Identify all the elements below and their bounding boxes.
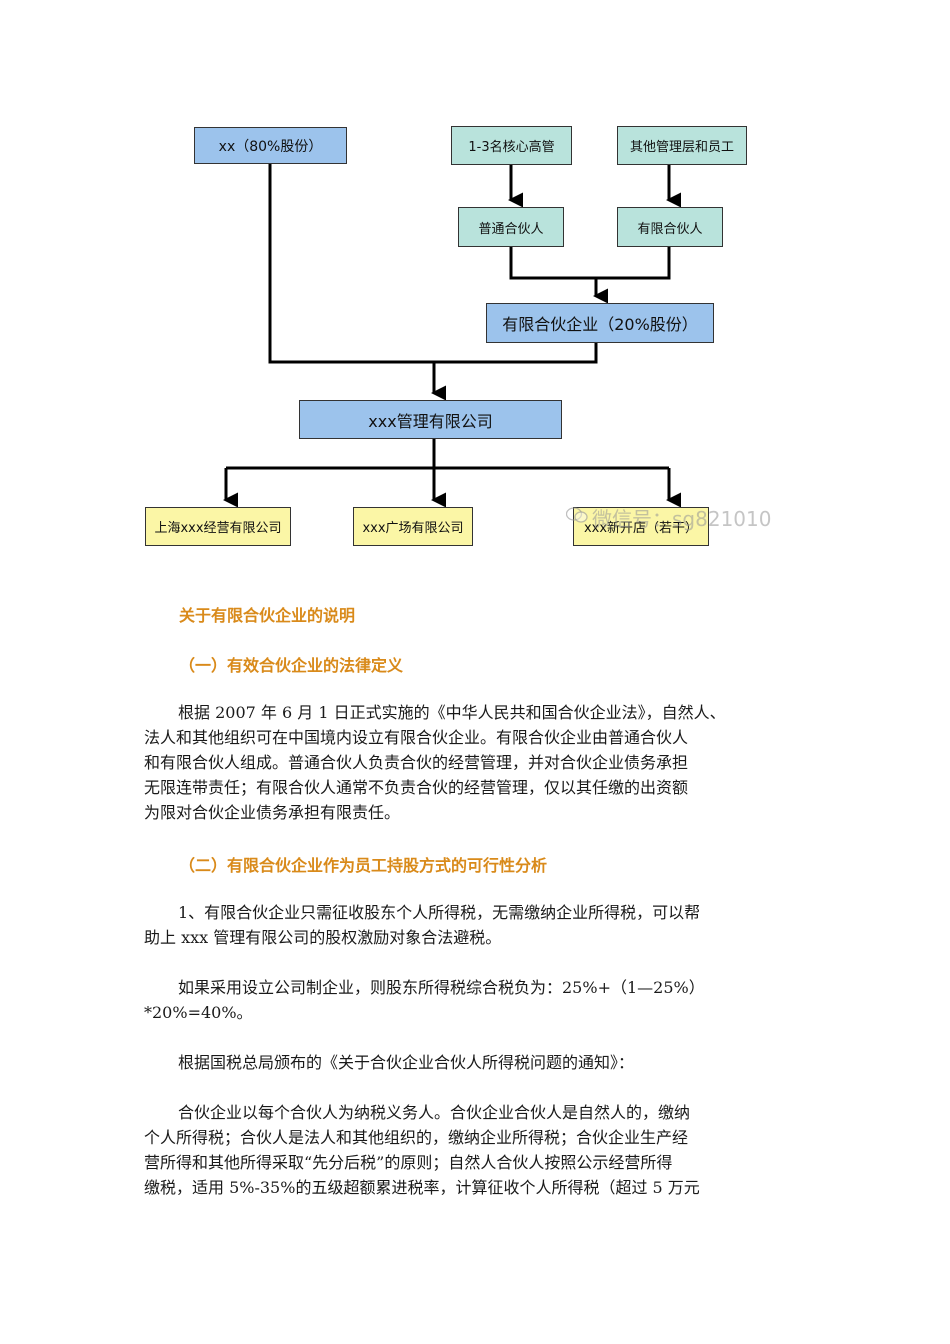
other-staff-box: 其他管理层和员工 bbox=[617, 126, 747, 165]
general-partner-box: 普通合伙人 bbox=[458, 207, 564, 247]
text-line: 合伙企业以每个合伙人为纳税义务人。合伙企业合伙人是自然人的，缴纳 bbox=[178, 1103, 691, 1122]
xx-shareholder-label: xx（80%股份） bbox=[218, 138, 323, 155]
text-line: 为限对合伙企业债务承担有限责任。 bbox=[144, 803, 401, 822]
text-line: 助上 xxx 管理有限公司的股权激励对象合法避税。 bbox=[144, 928, 502, 947]
plaza-company-box: xxx广场有限公司 bbox=[353, 507, 473, 546]
connector-partners-join bbox=[509, 247, 671, 280]
new-store-label: xxx新开店（若干） bbox=[583, 521, 699, 536]
text-line: 营所得和其他所得采取“先分后税”的原则；自然人合伙人按照公示经营所得 bbox=[144, 1153, 673, 1172]
text-line: 1、有限合伙企业只需征收股东个人所得税，无需缴纳企业所得税，可以帮 bbox=[178, 903, 701, 922]
general-partner-label: 普通合伙人 bbox=[478, 221, 544, 237]
paragraph-tax-notice: 根据国税总局颁布的《关于合伙企业合伙人所得税问题的通知》： bbox=[144, 1050, 812, 1075]
lp-enterprise-label: 有限合伙企业（20%股份） bbox=[502, 315, 698, 334]
limited-partner-box: 有限合伙人 bbox=[617, 207, 723, 247]
paragraph-corporate-tax: 如果采用设立公司制企业，则股东所得税综合税负为：25%+（1—25%） *20%… bbox=[144, 975, 812, 1025]
shanghai-company-label: 上海xxx经营有限公司 bbox=[154, 521, 282, 536]
paragraph-partnership-taxation: 合伙企业以每个合伙人为纳税义务人。合伙企业合伙人是自然人的，缴纳 个人所得税；合… bbox=[144, 1100, 812, 1200]
text-line: *20%=40%。 bbox=[144, 1003, 253, 1022]
other-staff-label: 其他管理层和员工 bbox=[629, 140, 734, 155]
core-management-label: 1-3名核心高管 bbox=[468, 140, 555, 155]
text-line: 个人所得税；合伙人是法人和其他组织的，缴纳企业所得税；合伙企业生产经 bbox=[144, 1128, 689, 1147]
new-store-box: xxx新开店（若干） bbox=[573, 507, 709, 546]
text-line: 根据 2007 年 6 月 1 日正式实施的《中华人民共和国合伙企业法》，自然人… bbox=[178, 703, 726, 722]
paragraph-tax-advantage: 1、有限合伙企业只需征收股东个人所得税，无需缴纳企业所得税，可以帮 助上 xxx… bbox=[144, 900, 812, 950]
text-line: 法人和其他组织可在中国境内设立有限合伙企业。有限合伙企业由普通合伙人 bbox=[144, 728, 689, 747]
section-title: 关于有限合伙企业的说明 bbox=[179, 606, 356, 625]
management-company-label: xxx管理有限公司 bbox=[368, 411, 493, 431]
heading-feasibility-analysis: （二）有限合伙企业作为员工持股方式的可行性分析 bbox=[179, 856, 548, 875]
text-line: 如果采用设立公司制企业，则股东所得税综合税负为：25%+（1—25%） bbox=[178, 978, 705, 997]
text-line: 缴税，适用 5%-35%的五级超额累进税率，计算征收个人所得税（超过 5 万元 bbox=[144, 1178, 700, 1197]
watermark-text: 微信号：sg821010 bbox=[592, 507, 772, 531]
heading-legal-definition: （一）有效合伙企业的法律定义 bbox=[179, 656, 404, 675]
xx-shareholder-box: xx（80%股份） bbox=[194, 127, 347, 164]
wechat-icon bbox=[566, 507, 588, 523]
shanghai-company-box: 上海xxx经营有限公司 bbox=[145, 507, 291, 546]
limited-partner-label: 有限合伙人 bbox=[637, 221, 703, 237]
plaza-company-label: xxx广场有限公司 bbox=[362, 521, 464, 536]
lp-enterprise-box: 有限合伙企业（20%股份） bbox=[486, 303, 714, 343]
core-management-box: 1-3名核心高管 bbox=[451, 126, 572, 165]
management-company-box: xxx管理有限公司 bbox=[299, 400, 562, 439]
paragraph-legal-definition: 根据 2007 年 6 月 1 日正式实施的《中华人民共和国合伙企业法》，自然人… bbox=[144, 700, 812, 825]
org-chart-connectors bbox=[223, 163, 681, 508]
text-line: 和有限合伙人组成。普通合伙人负责合伙的经营管理，并对合伙企业债务承担 bbox=[144, 753, 689, 772]
text-line: 根据国税总局颁布的《关于合伙企业合伙人所得税问题的通知》： bbox=[178, 1053, 635, 1072]
text-line: 无限连带责任；有限合伙人通常不负责合伙的经营管理，仅以其任缴的出资额 bbox=[144, 778, 689, 797]
